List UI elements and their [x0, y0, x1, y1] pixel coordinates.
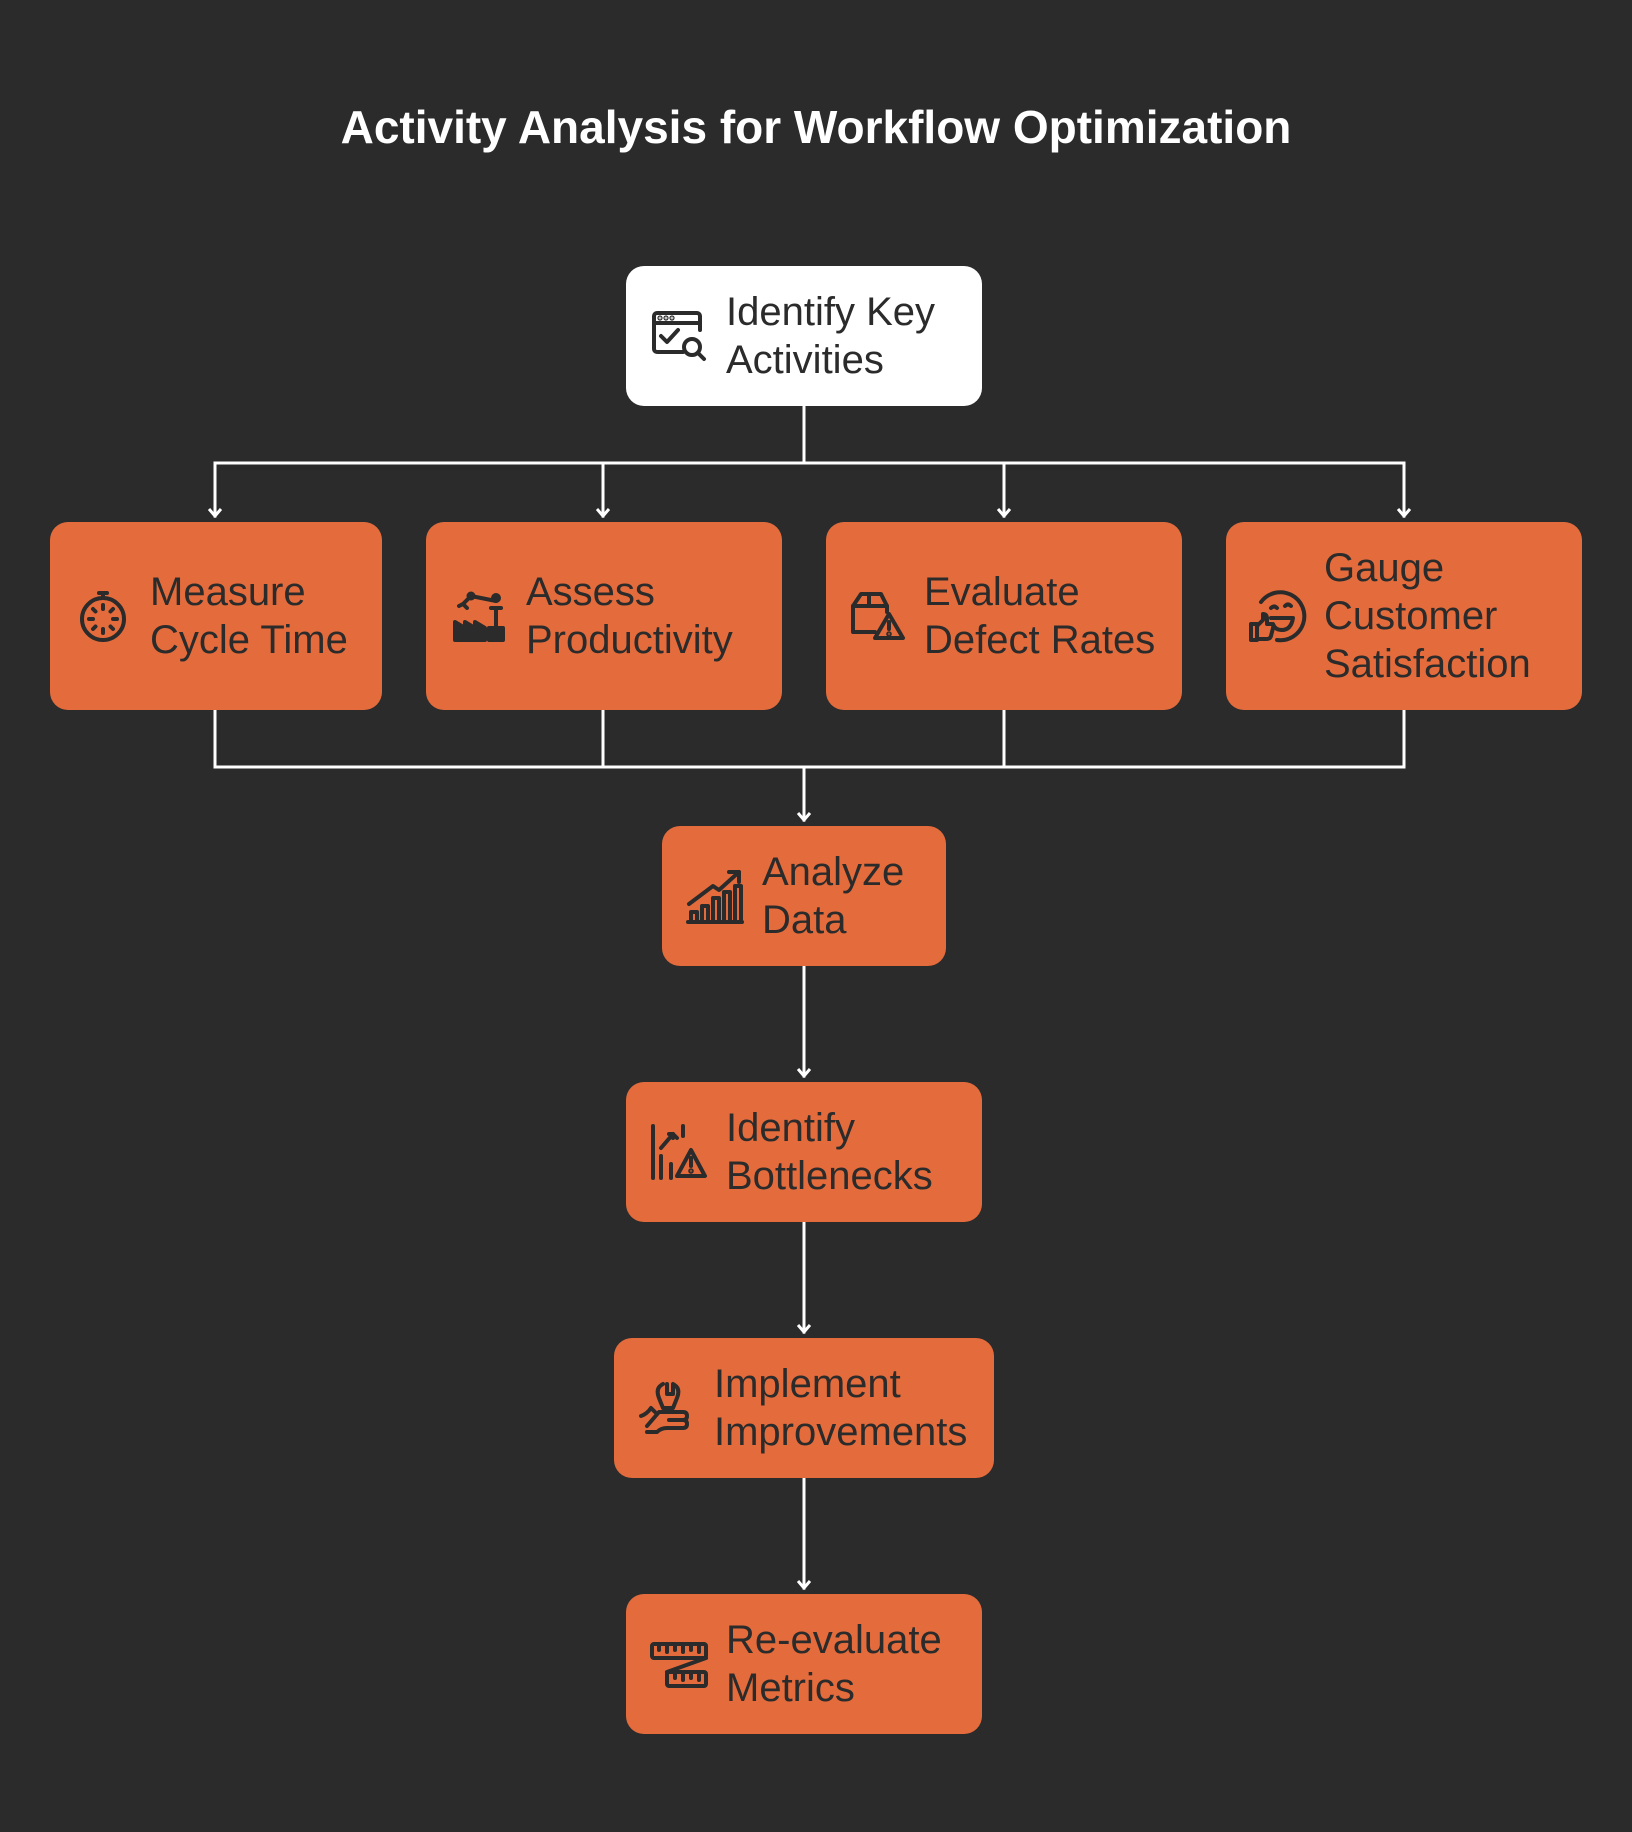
node-implement-improvements[interactable]: Implement Improvements	[614, 1338, 994, 1478]
node-re-evaluate-metrics[interactable]: Re-evaluate Metrics	[626, 1594, 982, 1734]
node-identify-bottlenecks[interactable]: Identify Bottlenecks	[626, 1082, 982, 1222]
measuring-tape-icon	[648, 1633, 710, 1695]
diagram-title: Activity Analysis for Workflow Optimizat…	[340, 101, 1292, 153]
node-assess-productivity[interactable]: Assess Productivity	[426, 522, 782, 710]
smiley-thumbs-up-icon	[1246, 585, 1308, 647]
node-label: Gauge Customer Satisfaction	[1324, 546, 1531, 686]
node-label: Identify Key Activities	[726, 290, 936, 382]
node-label: Re-evaluate Metrics	[726, 1618, 942, 1710]
node-label: Analyze Data	[762, 850, 905, 942]
node-identify-key-activities[interactable]: Identify Key Activities	[626, 266, 982, 406]
stopwatch-icon	[72, 585, 134, 647]
chart-warning-icon	[648, 1121, 710, 1183]
node-label: Assess Productivity	[526, 570, 733, 662]
node-label: Measure Cycle Time	[150, 570, 348, 662]
growth-chart-icon	[684, 865, 746, 927]
node-gauge-customer-satisfaction[interactable]: Gauge Customer Satisfaction	[1226, 522, 1582, 710]
node-evaluate-defect-rates[interactable]: Evaluate Defect Rates	[826, 522, 1182, 710]
browser-check-search-icon	[648, 305, 710, 367]
factory-robot-arm-icon	[448, 585, 510, 647]
node-label: Identify Bottlenecks	[726, 1106, 933, 1198]
node-analyze-data[interactable]: Analyze Data	[662, 826, 946, 966]
box-warning-icon	[846, 585, 908, 647]
node-label: Evaluate Defect Rates	[924, 570, 1156, 662]
node-label: Implement Improvements	[714, 1362, 968, 1454]
hand-wrench-icon	[636, 1377, 698, 1439]
node-measure-cycle-time[interactable]: Measure Cycle Time	[50, 522, 382, 710]
